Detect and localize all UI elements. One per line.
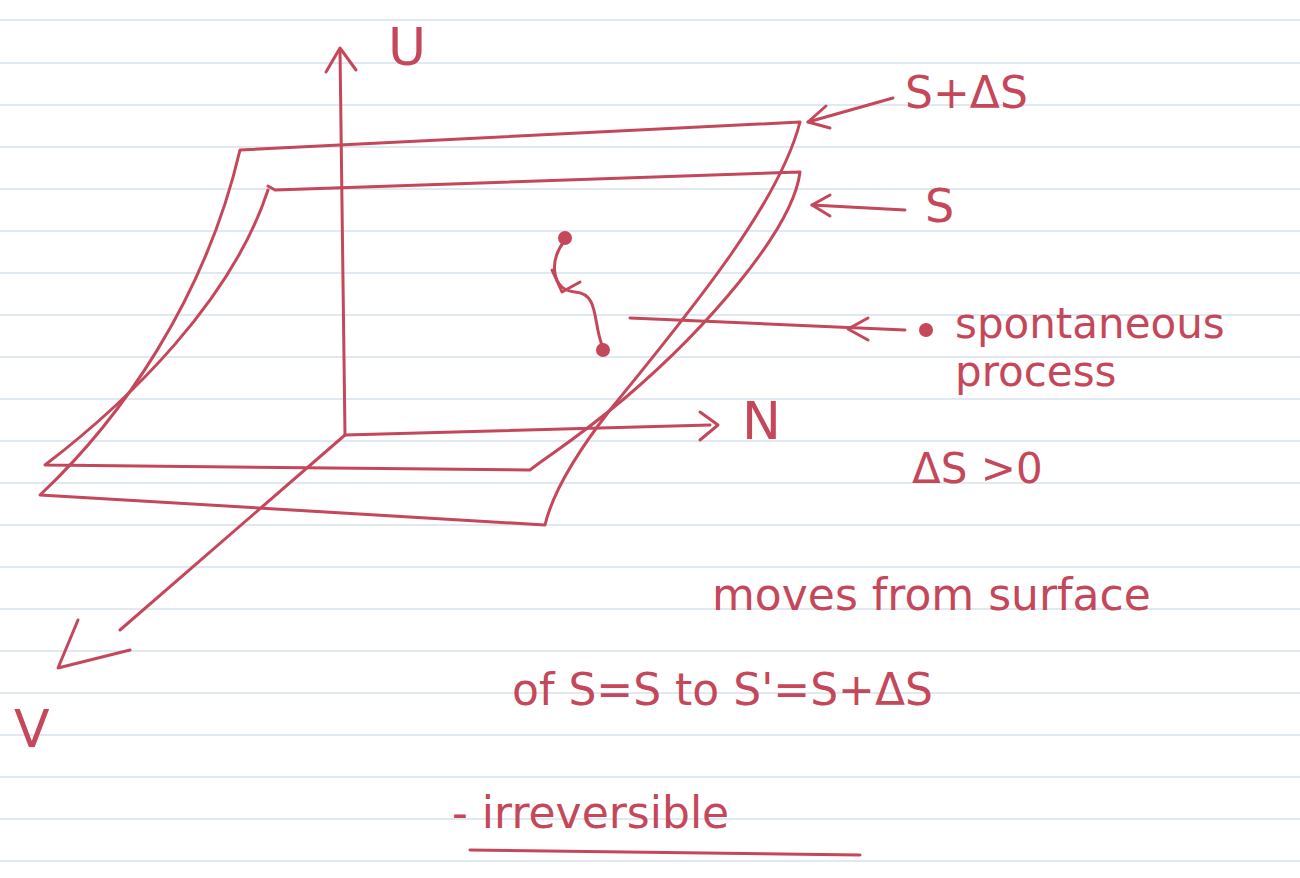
rule bbox=[0, 104, 1300, 106]
underline bbox=[470, 850, 860, 855]
surface-label: S bbox=[925, 180, 954, 233]
sketch bbox=[40, 48, 905, 855]
dots bbox=[558, 231, 933, 357]
u-axis bbox=[340, 50, 345, 435]
rule bbox=[0, 482, 1300, 484]
arrowhead bbox=[808, 106, 830, 128]
rule bbox=[0, 524, 1300, 526]
note-text: ΔS >0 bbox=[912, 445, 1043, 493]
rule bbox=[0, 776, 1300, 778]
arrowhead bbox=[326, 48, 356, 72]
rule bbox=[0, 440, 1300, 442]
arrowhead bbox=[812, 195, 830, 216]
bullet-dot bbox=[919, 323, 933, 337]
rule bbox=[0, 19, 1300, 21]
axis-label: U bbox=[388, 18, 426, 78]
rule bbox=[0, 230, 1300, 232]
rule bbox=[0, 860, 1300, 862]
rule bbox=[0, 146, 1300, 148]
surface-label: S+ΔS bbox=[905, 68, 1028, 119]
axis-label: N bbox=[742, 392, 781, 452]
rule bbox=[0, 272, 1300, 274]
rule bbox=[0, 398, 1300, 400]
arrowhead bbox=[552, 270, 580, 292]
arrowhead bbox=[700, 412, 718, 440]
axis-label: V bbox=[14, 700, 50, 760]
arrowhead bbox=[848, 318, 868, 340]
rule bbox=[0, 734, 1300, 736]
note-text: - irreversible bbox=[452, 788, 729, 839]
note-text: spontaneous process bbox=[955, 300, 1285, 397]
ruled-lines bbox=[0, 20, 1300, 861]
rule bbox=[0, 650, 1300, 652]
note-text: of S=S to S'=S+ΔS bbox=[512, 665, 933, 716]
note-text: moves from surface bbox=[712, 570, 1151, 621]
leader-line bbox=[812, 205, 905, 210]
arrowhead bbox=[58, 620, 130, 668]
rule bbox=[0, 62, 1300, 64]
v-axis bbox=[120, 435, 345, 630]
rule bbox=[0, 188, 1300, 190]
surface-s-plus-ds bbox=[40, 122, 800, 525]
process-path bbox=[555, 240, 603, 348]
state-dot bbox=[596, 343, 610, 357]
state-dot bbox=[558, 231, 572, 245]
n-axis bbox=[345, 425, 710, 435]
